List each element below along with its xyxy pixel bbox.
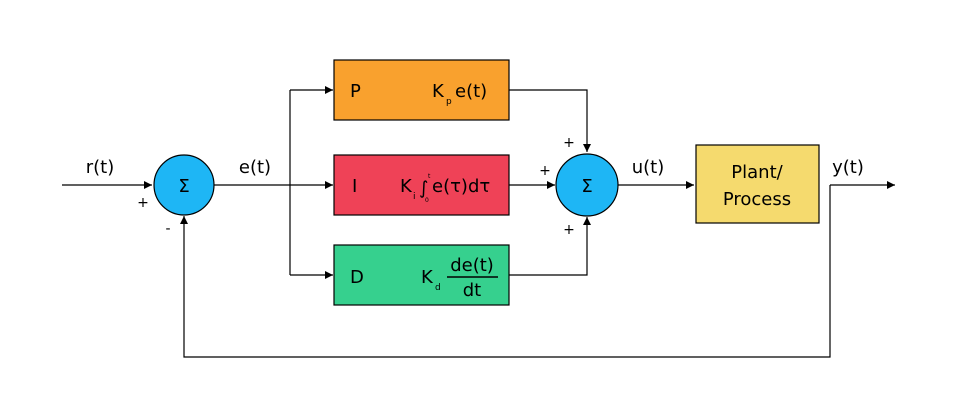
plant-label-line2: Process (723, 189, 791, 210)
p-block: P K p e(t) (333, 59, 510, 121)
error-summing-junction: Σ + - (137, 154, 215, 237)
i-gain: K (400, 176, 413, 197)
p-output-wire (509, 89, 591, 152)
d-block-letter: D (350, 267, 364, 288)
minus-sign: - (165, 221, 170, 237)
i-block-letter: I (352, 176, 357, 197)
p-block-rect (333, 59, 510, 121)
p-gain-subscript: p (446, 97, 452, 107)
control-summer-symbol: Σ (581, 176, 592, 197)
control-summer-circle (555, 153, 619, 217)
plus-sign: + (137, 195, 149, 211)
output-label: y(t) (832, 157, 864, 178)
d-block: D K d de(t) dt (333, 244, 510, 306)
i-gain-subscript: i (413, 192, 416, 202)
error-summer-circle (153, 154, 215, 216)
integral-lower-limit: 0 (425, 197, 429, 204)
i-block: I K i ∫ t 0 e(τ)dτ (333, 154, 510, 216)
signal-wires (62, 86, 895, 358)
control-label: u(t) (632, 157, 665, 178)
i-block-rect (333, 154, 510, 216)
plus-sign: + (563, 222, 575, 238)
plant-block: Plant/ Process (695, 144, 820, 224)
derivative-numerator: de(t) (450, 255, 494, 276)
derivative-denominator: dt (463, 280, 481, 301)
plus-sign: + (563, 135, 575, 151)
d-gain-subscript: d (435, 283, 441, 293)
d-gain: K (421, 267, 434, 288)
p-gain: K (432, 81, 445, 102)
plus-sign: + (539, 163, 551, 179)
control-summing-junction: Σ + + + (539, 135, 619, 238)
plant-label-line1: Plant/ (731, 162, 783, 183)
integral-sign: ∫ (419, 178, 428, 199)
error-label: e(t) (239, 157, 271, 178)
feedback-wire (180, 185, 831, 358)
p-block-letter: P (350, 81, 361, 102)
d-output-wire (509, 217, 591, 276)
reference-label: r(t) (86, 157, 115, 178)
error-summer-symbol: Σ (178, 176, 189, 197)
i-expression: e(τ)dτ (432, 176, 490, 197)
integral-upper-limit: t (428, 173, 431, 180)
p-expression: e(t) (455, 81, 487, 102)
plant-block-rect (695, 144, 820, 224)
d-block-rect (333, 244, 510, 306)
